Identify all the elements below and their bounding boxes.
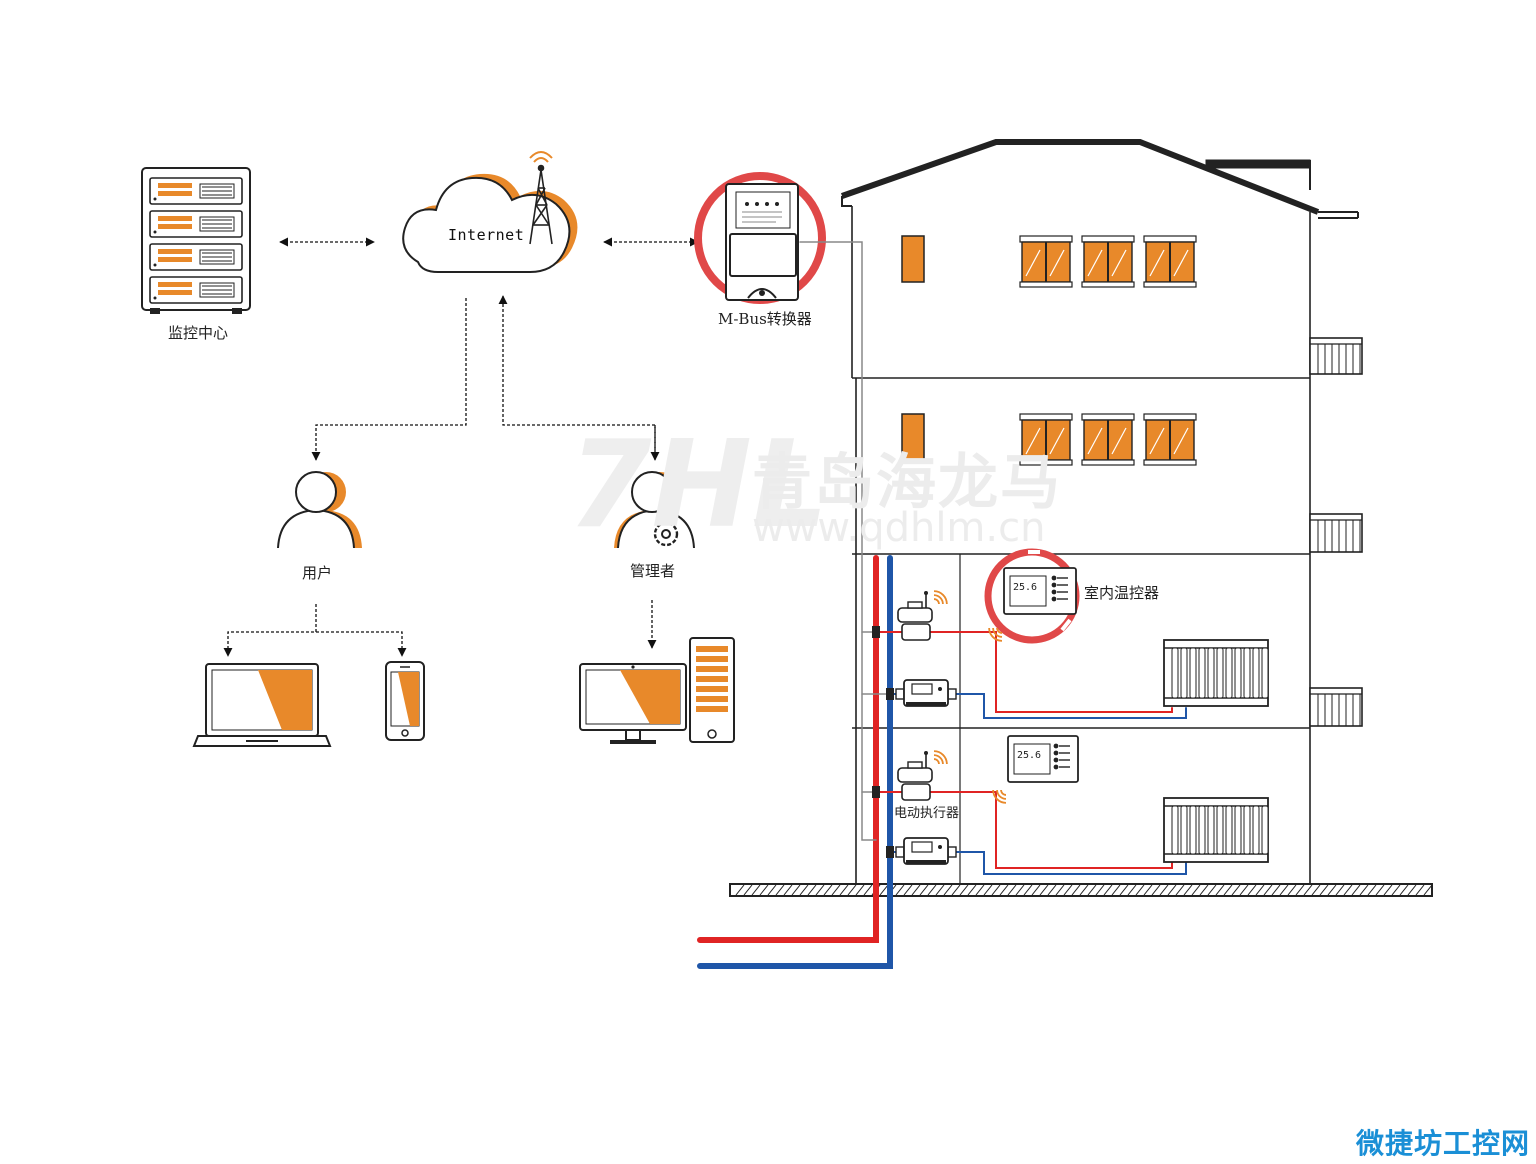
watermark-url: www.qdhlm.cn <box>752 505 1046 551</box>
label-monitoring-center: 监控中心 <box>168 324 229 342</box>
connection-arrows <box>223 237 699 657</box>
radiator-icon <box>1163 639 1269 863</box>
corner-watermark: 微捷坊工控网 <box>1356 1127 1531 1160</box>
thermostat-readout: 25.6 <box>1013 582 1038 593</box>
thermostat-lower-readout: 25.6 <box>1017 750 1042 761</box>
watermark-company: 青岛海龙马 <box>752 448 1062 518</box>
label-internet: Internet <box>448 226 525 244</box>
server-rack-icon <box>141 167 251 314</box>
watermark-logo: 7HL <box>568 416 829 555</box>
label-room-thermostat: 室内温控器 <box>1084 584 1160 602</box>
room-thermostat-icon <box>984 548 1080 644</box>
room-thermostat-lower-icon <box>1007 735 1079 783</box>
label-admin: 管理者 <box>630 562 676 580</box>
electric-actuator-icon <box>872 591 933 801</box>
label-mbus-converter: M-Bus转换器 <box>718 310 812 328</box>
ground-line <box>729 883 1433 897</box>
desktop-computer-icon <box>579 637 735 744</box>
mbus-converter-icon <box>690 168 832 306</box>
internet-cloud-icon <box>402 173 578 273</box>
label-user: 用户 <box>302 564 333 582</box>
admin-person-icon <box>614 471 695 549</box>
balcony-railings <box>1309 337 1363 727</box>
radio-tower-icon <box>529 151 553 245</box>
smartphone-icon <box>385 661 425 741</box>
label-electric-actuator: 电动执行器 <box>894 806 960 821</box>
door-icon <box>901 235 925 461</box>
windows <box>1019 235 1197 466</box>
laptop-icon <box>192 663 332 747</box>
heat-meter-icon <box>886 679 957 865</box>
user-person-icon <box>277 471 362 549</box>
wireless-signal-icon <box>933 590 1007 804</box>
